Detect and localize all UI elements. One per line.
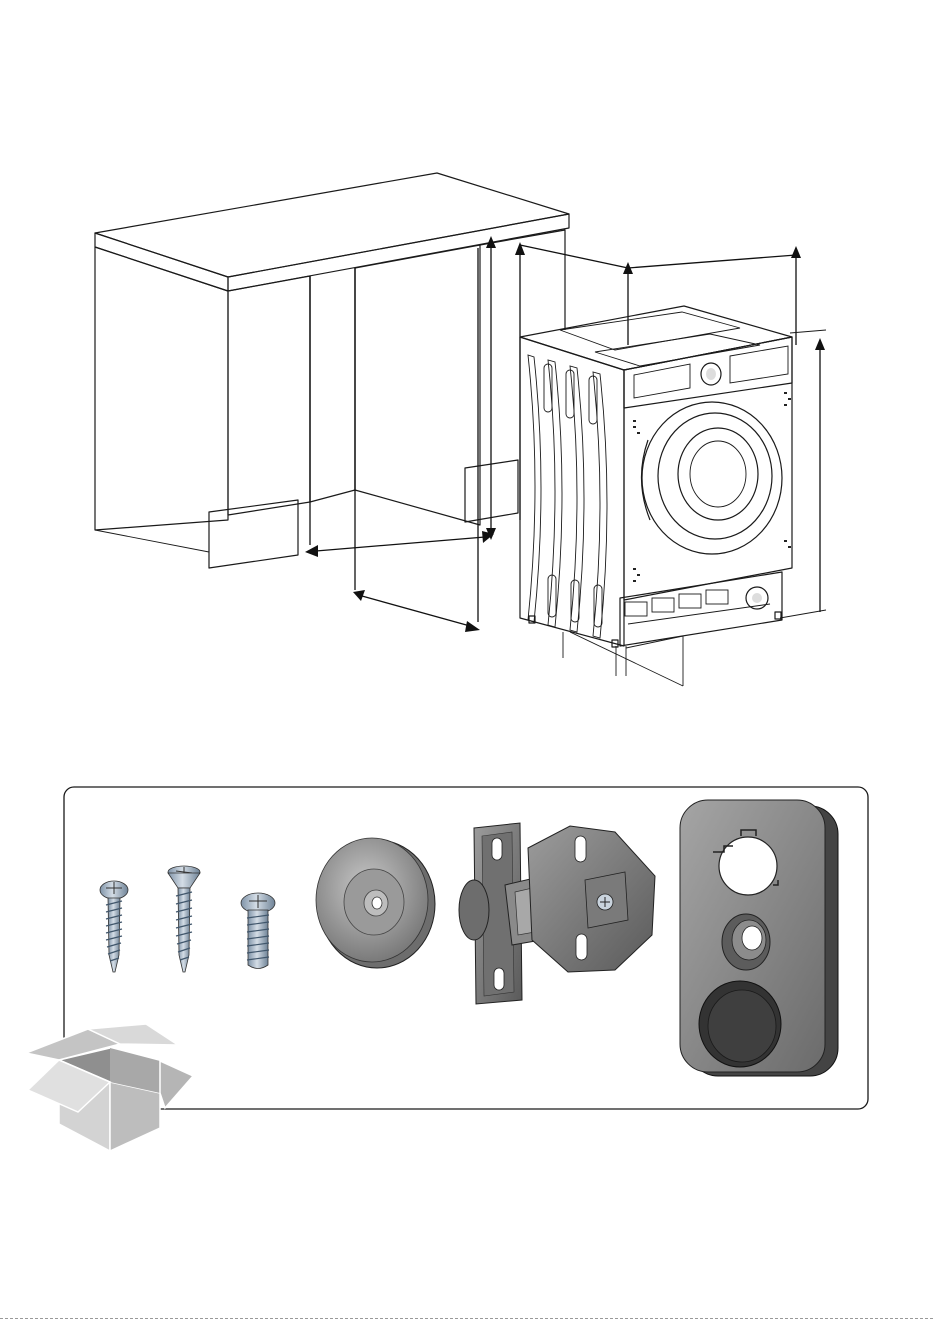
cabinet-inner-wall (355, 245, 480, 525)
cabinet-side (95, 247, 228, 530)
worktop-side (95, 233, 228, 291)
catch-icon (680, 800, 838, 1076)
side-ribs (528, 355, 607, 638)
worktop (95, 173, 569, 277)
plinth-left (209, 500, 298, 568)
machine-door (642, 402, 782, 554)
kitchen-cabinet (95, 173, 569, 568)
cabinet-front-left (228, 276, 310, 515)
washing-machine (520, 306, 792, 647)
page-bottom-border (0, 1318, 933, 1321)
open-box-icon (26, 1024, 193, 1151)
